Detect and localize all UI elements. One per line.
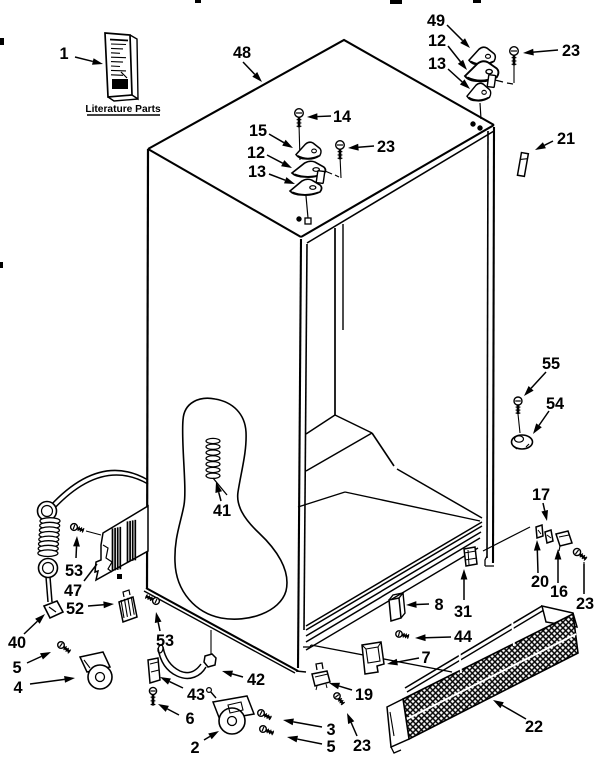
svg-text:13: 13 — [428, 55, 446, 73]
svg-text:23: 23 — [353, 737, 371, 755]
svg-text:48: 48 — [233, 44, 251, 62]
svg-text:22: 22 — [525, 718, 543, 736]
svg-text:47: 47 — [64, 582, 82, 600]
svg-text:5: 5 — [12, 659, 21, 677]
svg-text:42: 42 — [247, 671, 265, 689]
svg-text:23: 23 — [562, 42, 580, 60]
svg-text:44: 44 — [454, 628, 472, 646]
svg-text:12: 12 — [247, 144, 265, 162]
svg-text:14: 14 — [333, 108, 351, 126]
svg-text:7: 7 — [421, 649, 430, 667]
svg-text:19: 19 — [355, 686, 373, 704]
svg-text:4: 4 — [13, 679, 22, 697]
svg-text:17: 17 — [532, 486, 550, 504]
svg-text:21: 21 — [557, 130, 575, 148]
svg-text:2: 2 — [190, 739, 199, 757]
svg-text:43: 43 — [187, 686, 205, 704]
svg-text:40: 40 — [8, 634, 26, 652]
svg-text:1: 1 — [59, 45, 68, 63]
svg-text:5: 5 — [326, 738, 335, 756]
svg-text:41: 41 — [213, 502, 231, 520]
svg-text:55: 55 — [542, 355, 560, 373]
svg-text:23: 23 — [377, 138, 395, 156]
svg-text:53: 53 — [156, 632, 174, 650]
svg-text:8: 8 — [434, 596, 443, 614]
svg-text:54: 54 — [546, 395, 564, 413]
svg-text:13: 13 — [248, 163, 266, 181]
svg-text:20: 20 — [531, 573, 549, 591]
svg-text:16: 16 — [550, 583, 568, 601]
svg-text:12: 12 — [428, 32, 446, 50]
svg-text:Literature Parts: Literature Parts — [85, 104, 161, 115]
svg-text:31: 31 — [454, 603, 472, 621]
svg-text:23: 23 — [576, 595, 594, 613]
svg-text:3: 3 — [326, 721, 335, 739]
svg-text:53: 53 — [65, 562, 83, 580]
svg-text:49: 49 — [427, 12, 445, 30]
svg-text:15: 15 — [249, 122, 267, 140]
svg-text:52: 52 — [66, 600, 84, 618]
svg-text:6: 6 — [185, 710, 194, 728]
